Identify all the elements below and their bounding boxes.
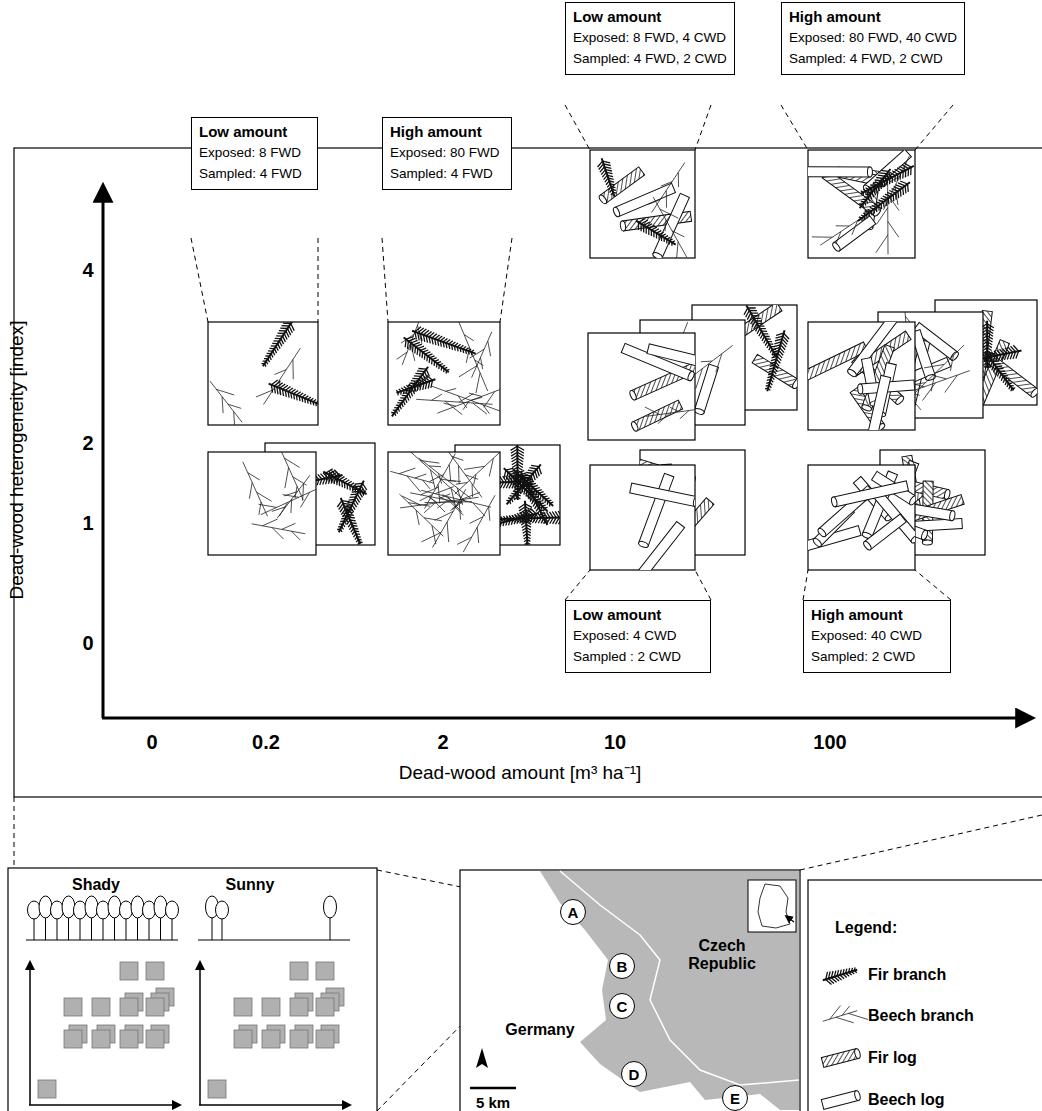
tick-label: 0 — [82, 632, 93, 655]
inset-germany — [758, 884, 790, 928]
site-letter: C — [617, 998, 628, 1015]
legend-icons — [821, 967, 868, 1109]
y-axis — [102, 186, 105, 718]
legend-label: Fir branch — [868, 966, 946, 984]
legend-frame — [808, 880, 1042, 1111]
site-marker: E — [722, 1085, 748, 1111]
scale-label: 5 km — [476, 1094, 510, 1111]
callout-heading: Low amount — [573, 605, 703, 624]
map-frame — [460, 870, 800, 1111]
legend-title: Legend: — [835, 919, 897, 937]
inset-arrow — [786, 916, 794, 922]
tick-label: 0 — [146, 731, 157, 754]
border-line — [560, 871, 799, 1085]
callout-box: Low amountExposed: 8 FWD Sampled: 4 FWD — [191, 117, 318, 190]
callout-heading: High amount — [390, 122, 504, 141]
tree-symbols — [26, 896, 350, 940]
callout-box: High amountExposed: 40 CWD Sampled: 2 CWD — [803, 600, 951, 673]
light-panel — [8, 868, 377, 1111]
callout-heading: Low amount — [199, 122, 310, 141]
dead-wood-plots — [208, 149, 1040, 579]
callout-heading: Low amount — [573, 7, 727, 26]
inset-frame — [748, 880, 796, 932]
site-marker: C — [609, 993, 635, 1019]
callout-text: Exposed: 40 CWD — [811, 627, 943, 645]
callout-text: Exposed: 80 FWD, 40 CWD — [789, 29, 957, 47]
legend-label: Fir log — [868, 1049, 917, 1067]
site-letter: B — [617, 958, 628, 975]
tick-label: 0.2 — [252, 731, 280, 754]
tick-label: 1 — [82, 512, 93, 535]
tick-label: 2 — [82, 432, 93, 455]
site-marker: B — [609, 953, 635, 979]
plot-design-squares — [38, 962, 344, 1098]
callout-text: Exposed: 8 FWD — [199, 144, 310, 162]
national-park-area — [540, 871, 799, 1110]
callout-box: High amountExposed: 80 FWD Sampled: 4 FWD — [382, 117, 512, 190]
callout-text: Exposed: 80 FWD — [390, 144, 504, 162]
north-arrow — [476, 1048, 488, 1068]
axis-title: Dead-wood amount [m³ ha⁻¹] — [399, 759, 642, 785]
site-marker: A — [560, 899, 586, 925]
legend-label: Beech branch — [868, 1007, 974, 1025]
callout-box: Low amountExposed: 4 CWD Sampled : 2 CWD — [565, 600, 711, 673]
callout-text: Sampled: 4 FWD — [390, 165, 504, 183]
x-axis — [102, 717, 1032, 720]
tick-label: 10 — [604, 731, 626, 754]
callout-text: Exposed: 4 CWD — [573, 627, 703, 645]
site-letter: A — [568, 904, 579, 921]
callout-box: High amountExposed: 80 FWD, 40 CWD Sample… — [781, 2, 965, 75]
callout-text: Sampled : 2 CWD — [573, 648, 703, 666]
callout-box: Low amountExposed: 8 FWD, 4 CWD Sampled: … — [565, 2, 735, 75]
country-label: Czech Republic — [682, 937, 762, 973]
panel-label: Sunny — [226, 876, 275, 894]
legend-label: Beech log — [868, 1091, 944, 1109]
tick-label: 4 — [82, 259, 93, 282]
panel-frame — [14, 148, 1042, 797]
mini-axes — [29, 962, 350, 1105]
site-letter: D — [629, 1066, 640, 1083]
callout-text: Sampled: 4 FWD, 2 CWD — [789, 50, 957, 68]
country-label: Germany — [505, 1021, 574, 1039]
callout-text: Sampled: 4 FWD — [199, 165, 310, 183]
callout-text: Exposed: 8 FWD, 4 CWD — [573, 29, 727, 47]
site-marker: D — [621, 1061, 647, 1087]
axis-title: Dead-wood heterogeneity [index] — [6, 321, 28, 600]
tick-label: 2 — [437, 731, 448, 754]
site-letter: E — [730, 1090, 740, 1107]
scale-bar — [470, 1087, 516, 1090]
tick-label: 100 — [813, 731, 846, 754]
callout-text: Sampled: 2 CWD — [811, 648, 943, 666]
callout-heading: High amount — [811, 605, 943, 624]
callout-heading: High amount — [789, 7, 957, 26]
panel-label: Shady — [72, 876, 120, 894]
callout-text: Sampled: 4 FWD, 2 CWD — [573, 50, 727, 68]
